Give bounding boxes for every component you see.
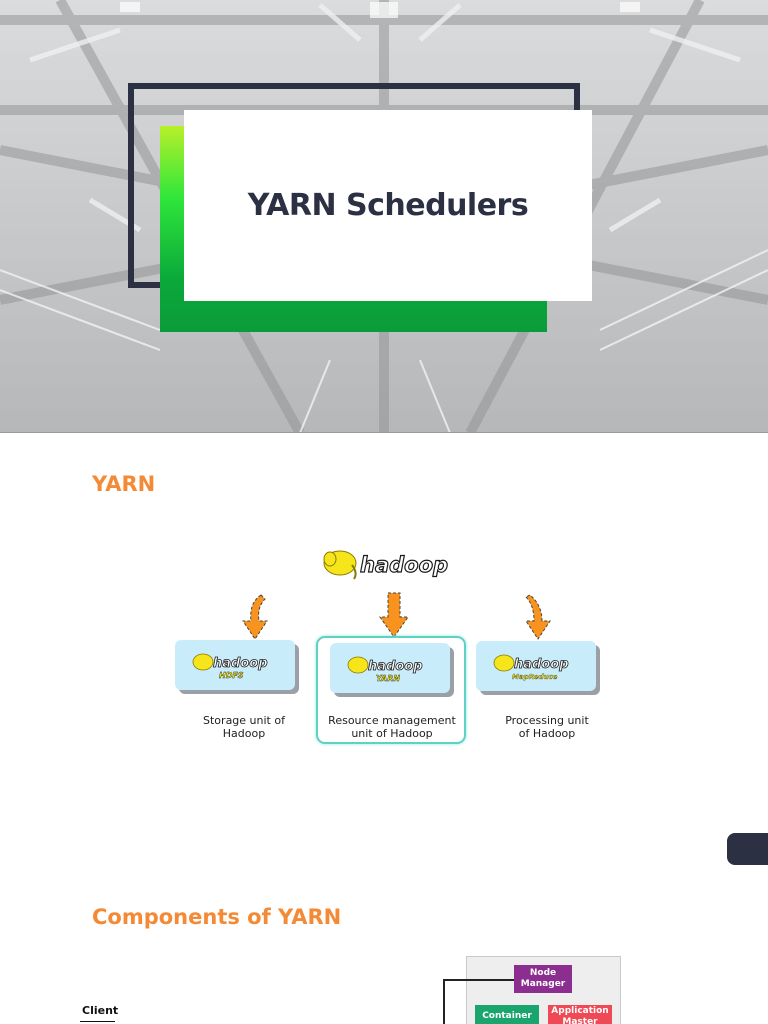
hadoop-logo-text: hadoop (360, 553, 448, 577)
connector-line (443, 979, 515, 981)
svg-text:hadoop: hadoop (514, 657, 569, 672)
svg-text:HDFS: HDFS (219, 671, 244, 680)
container-box: Container (475, 1005, 539, 1024)
svg-text:MapReduce: MapReduce (512, 673, 558, 681)
down-arrow-icon (242, 594, 268, 640)
node-manager-box: Node Manager (514, 965, 572, 993)
title-slide: YARN Schedulers (0, 0, 768, 433)
svg-text:YARN: YARN (376, 674, 400, 683)
svg-text:hadoop: hadoop (213, 656, 268, 671)
application-master-box: Application Master (548, 1005, 612, 1024)
yarn-unit-box: hadoop YARN (330, 643, 450, 693)
connector-line (443, 979, 445, 1024)
down-arrow-icon (525, 594, 551, 640)
down-arrow-icon (379, 592, 409, 638)
hadoop-elephant-icon: hadoop (323, 550, 449, 580)
side-navigation-tab[interactable] (727, 833, 768, 865)
client-underline (80, 1021, 115, 1022)
yarn-caption: Resource management unit of Hadoop (328, 714, 456, 740)
slide-divider (0, 432, 768, 433)
mapreduce-caption: Processing unit of Hadoop (505, 714, 589, 740)
svg-text:hadoop: hadoop (368, 659, 423, 674)
mapreduce-logo-icon: hadoop MapReduce (493, 654, 569, 681)
hdfs-caption: Storage unit of Hadoop (203, 714, 285, 740)
hdfs-logo-icon: hadoop HDFS (192, 653, 268, 680)
hadoop-diagram: hadoop hadoop HDFS hadoop YARN hadoop Ma… (160, 535, 620, 755)
hdfs-unit-box: hadoop HDFS (175, 640, 295, 690)
mapreduce-unit-box: hadoop MapReduce (476, 641, 596, 691)
section-title-yarn: YARN (92, 472, 156, 496)
yarn-highlight-outline (316, 636, 466, 744)
slide-title: YARN Schedulers (247, 188, 529, 223)
section-title-components: Components of YARN (92, 905, 342, 929)
yarn-logo-icon: hadoop YARN (347, 656, 423, 683)
title-card: YARN Schedulers (184, 110, 592, 301)
client-label: Client (82, 1004, 119, 1017)
